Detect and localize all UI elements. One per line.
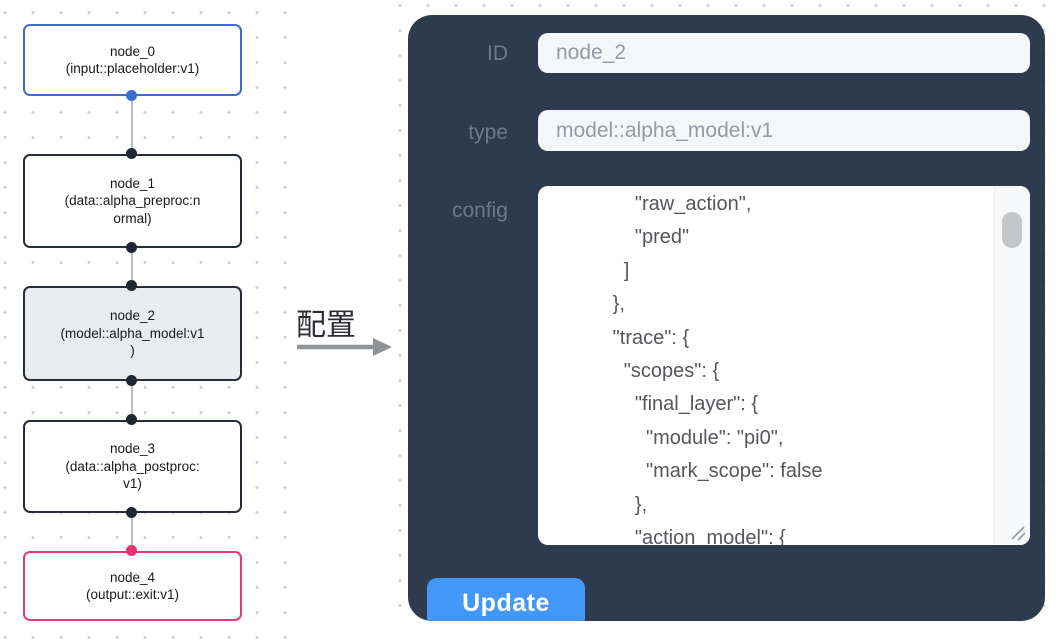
- update-button[interactable]: Update: [427, 578, 585, 621]
- config-field-label: config: [451, 199, 508, 222]
- port-dot[interactable]: [126, 507, 137, 518]
- flow-node-node_3[interactable]: node_3 (data::alpha_postproc: v1): [23, 420, 242, 513]
- config-scrollbar-thumb[interactable]: [1002, 212, 1022, 248]
- id-field-label: ID: [487, 42, 508, 65]
- node-label: node_0 (input::placeholder:v1): [65, 43, 200, 77]
- edge-connector: [131, 248, 133, 286]
- port-dot[interactable]: [126, 90, 137, 101]
- flow-node-node_0[interactable]: node_0 (input::placeholder:v1): [23, 24, 242, 96]
- port-dot[interactable]: [126, 545, 137, 556]
- port-dot[interactable]: [126, 148, 137, 159]
- config-textarea[interactable]: "raw_action", "pred" ] }, "trace": { "sc…: [538, 186, 1030, 545]
- port-dot[interactable]: [126, 375, 137, 386]
- edge-connector: [131, 96, 133, 154]
- config-json-text: "raw_action", "pred" ] }, "trace": { "sc…: [612, 193, 823, 545]
- node-label: node_4 (output::exit:v1): [85, 569, 180, 603]
- node-label: node_1 (data::alpha_preproc:n ormal): [64, 175, 201, 226]
- node-config-panel: ID type config "raw_action", "pred" ] },…: [408, 15, 1045, 621]
- port-dot[interactable]: [126, 414, 137, 425]
- transfer-label: 配置: [296, 309, 356, 342]
- port-dot[interactable]: [126, 242, 137, 253]
- node-label: node_2 (model::alpha_model:v1 ): [60, 308, 205, 359]
- edge-connector: [131, 513, 133, 551]
- type-input[interactable]: [538, 110, 1030, 151]
- type-field-label: type: [468, 121, 508, 144]
- id-input[interactable]: [538, 33, 1030, 73]
- arrow-right-icon: [297, 338, 392, 356]
- port-dot[interactable]: [126, 280, 137, 291]
- node-label: node_3 (data::alpha_postproc: v1): [65, 441, 200, 492]
- flow-node-node_1[interactable]: node_1 (data::alpha_preproc:n ormal): [23, 154, 242, 248]
- flow-node-node_4[interactable]: node_4 (output::exit:v1): [23, 551, 242, 621]
- resize-handle-icon[interactable]: [1006, 521, 1028, 543]
- flow-node-node_2-selected[interactable]: node_2 (model::alpha_model:v1 ): [23, 286, 242, 381]
- edge-connector: [131, 381, 133, 420]
